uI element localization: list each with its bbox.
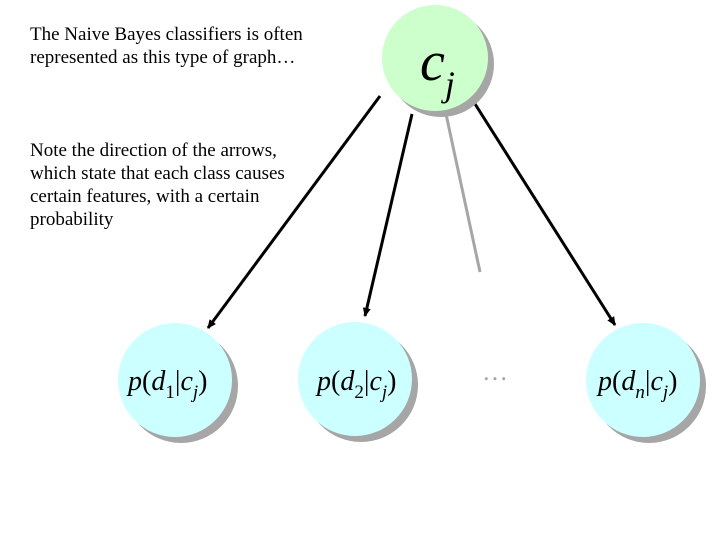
class-node: cj (382, 5, 494, 117)
svg-text:cj: cj (420, 31, 455, 104)
svg-text:p(d1|cj): p(d1|cj) (126, 366, 207, 403)
class-subscript: j (441, 64, 455, 104)
feature-node-2: p(d2|cj) (298, 322, 418, 442)
intro-text: The Naive Bayes classifiers is often rep… (30, 24, 303, 68)
class-symbol: c (420, 31, 445, 93)
feature-node-1: p(d1|cj) (118, 323, 238, 443)
arrow-to-feature-2 (362, 113, 414, 317)
arrow-to-feature-n (468, 95, 617, 326)
arrow-faded (444, 113, 482, 273)
note-text: Note the direction of the arrows, which … (30, 140, 285, 230)
ellipsis: … (482, 357, 508, 386)
svg-text:p(d2|cj): p(d2|cj) (315, 366, 396, 403)
svg-text:p(dn|cj): p(dn|cj) (596, 366, 677, 403)
feature-node-n: p(dn|cj) (586, 323, 706, 443)
arrow-to-feature-1 (206, 95, 382, 329)
